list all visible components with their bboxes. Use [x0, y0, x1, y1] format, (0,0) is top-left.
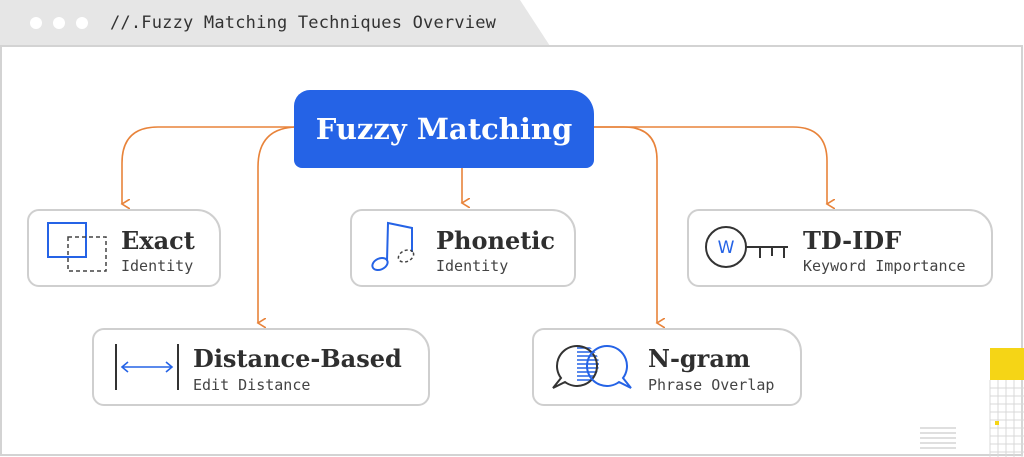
node-distance-title: Distance-Based [193, 344, 402, 373]
node-ngram-subtitle: Phrase Overlap [648, 376, 775, 394]
window-dot-3 [76, 17, 88, 29]
node-tdidf-title: TD-IDF [803, 226, 902, 255]
connector-ngram [594, 126, 657, 323]
overlapping-squares-icon [47, 222, 107, 272]
connector-distance [258, 126, 299, 323]
connector-tdidf [594, 126, 827, 204]
node-phonetic-subtitle: Identity [436, 257, 509, 275]
window-title: //.Fuzzy Matching Techniques Overview [110, 13, 497, 33]
node-exact-subtitle: Identity [121, 257, 194, 275]
music-note-icon [371, 221, 415, 272]
key-icon: W [705, 226, 788, 268]
node-distance-subtitle: Edit Distance [193, 376, 311, 394]
node-tdidf [687, 209, 993, 287]
window-dot-2 [53, 17, 65, 29]
node-exact-title: Exact [121, 226, 195, 255]
node-ngram-title: N-gram [648, 344, 751, 373]
connector-exact [122, 126, 294, 204]
node-tdidf-subtitle: Keyword Importance [803, 257, 966, 275]
node-ngram [532, 328, 802, 406]
edit-distance-icon [115, 344, 179, 390]
root-node-label: Fuzzy Matching [315, 112, 573, 146]
window-dot-1 [30, 17, 42, 29]
root-node: Fuzzy Matching [294, 90, 594, 168]
key-icon-letter: W [718, 238, 735, 258]
node-phonetic-title: Phonetic [436, 226, 556, 255]
corner-decoration [920, 348, 1024, 457]
speech-bubbles-overlap-icon [552, 345, 632, 389]
